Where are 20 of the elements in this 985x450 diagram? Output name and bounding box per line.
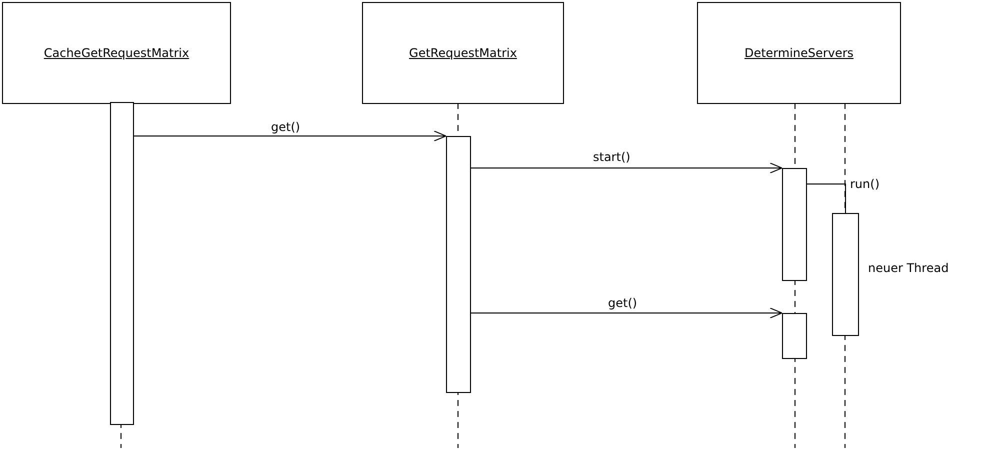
object-box (362, 2, 564, 104)
message-label: run() (849, 177, 881, 191)
activation-bar (782, 168, 807, 281)
activation-bar (832, 213, 859, 336)
message-arrow (134, 130, 446, 142)
object-name: GetRequestMatrix (409, 46, 517, 60)
message-arrow (470, 308, 782, 318)
object-box (2, 2, 231, 104)
object-name: CacheGetRequestMatrix (44, 46, 190, 60)
activation-bar (110, 102, 134, 425)
message-arrow (470, 162, 782, 174)
message-label: get() (270, 120, 302, 134)
activation-bar (446, 136, 471, 393)
activation-bar (782, 313, 807, 359)
object-name: DetermineServers (744, 46, 854, 60)
object-box (697, 2, 901, 104)
thread-note: neuer Thread (867, 261, 950, 275)
message-arrow (806, 184, 846, 214)
message-label: start() (592, 150, 632, 164)
message-label: get() (607, 296, 638, 310)
